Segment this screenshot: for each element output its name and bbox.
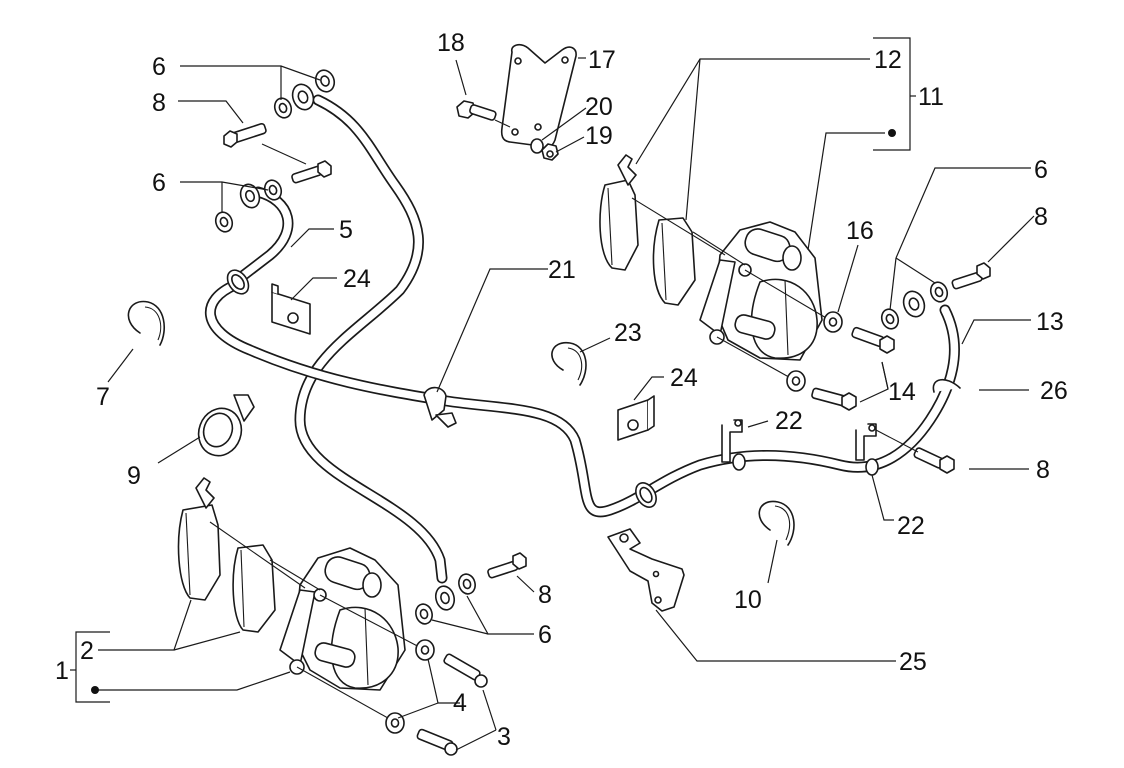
callout-labels: 6 8 6 5 24 7 9 21 18 17 20 19 12 11 6 8 … <box>55 29 1068 751</box>
callout-8-top: 8 <box>152 89 166 117</box>
main-distribution-hose <box>205 279 960 518</box>
washer-6-right-b <box>929 281 949 303</box>
callout-3: 3 <box>497 723 511 751</box>
hose-support-bracket-25 <box>607 528 685 612</box>
callout-18: 18 <box>437 29 465 57</box>
brake-pad-2-inner <box>232 544 276 633</box>
callout-24-center: 24 <box>670 364 698 392</box>
callout-1: 1 <box>55 657 69 685</box>
brake-caliper-right <box>699 221 823 361</box>
hose-clamp-11 <box>758 500 795 546</box>
callout-22-lower: 22 <box>897 512 925 540</box>
brake-pad-13-inner <box>652 217 696 306</box>
callout-6-top: 6 <box>152 53 166 81</box>
callout-12: 11 <box>918 83 944 111</box>
hose-clip-10 <box>197 394 255 457</box>
callout-14: 13 <box>1036 308 1064 336</box>
washer-6-caliper-b <box>458 573 476 595</box>
hose-clamp-7 <box>127 300 166 346</box>
screw-15-upper <box>851 326 895 354</box>
banjo-bolt-8-left <box>487 552 527 579</box>
screw-15-lower <box>811 387 857 411</box>
bolt-top-threaded <box>291 160 332 184</box>
brake-caliper-left <box>279 547 406 691</box>
screw-3-upper <box>443 653 488 688</box>
screw-3-lower <box>416 728 458 756</box>
distributor-plate-17 <box>500 43 577 149</box>
callout-6-mid: 6 <box>152 169 166 197</box>
brake-pad-13-outer <box>599 154 639 271</box>
washer-6-caliper-a <box>415 603 433 625</box>
callout-7: 7 <box>96 383 110 411</box>
retainer-plate-24-center <box>617 395 655 441</box>
callout-11: 10 <box>734 586 762 614</box>
callout-15: 14 <box>888 378 916 406</box>
callout-22-upper: 22 <box>775 407 803 435</box>
banjo-bolt-8-top <box>223 122 267 148</box>
callout-16: 16 <box>846 217 874 245</box>
callout-4: 4 <box>453 689 467 717</box>
hose-bracket-22-lower <box>855 423 879 476</box>
bracket-screw-9 <box>913 447 955 474</box>
hose-grommet-center <box>635 482 657 508</box>
callout-2: 2 <box>80 637 94 665</box>
callout-13: 12 <box>874 46 902 74</box>
banjo-union-top <box>291 83 315 111</box>
hose-clamp-23 <box>551 342 587 386</box>
leader-lines <box>70 37 1035 751</box>
long-brake-hose <box>294 94 448 584</box>
washer-6-mid-a <box>263 179 283 201</box>
washer-4-upper <box>415 639 435 661</box>
callout-10: 9 <box>127 462 141 490</box>
callout-17: 17 <box>588 46 616 74</box>
washer-6-right-a <box>880 308 900 330</box>
washer-6-mid-b <box>214 211 234 233</box>
hose-guide-clip-21 <box>423 386 457 428</box>
callout-9: 8 <box>1036 456 1050 484</box>
nut-19 <box>541 143 559 161</box>
banjo-union-hose5 <box>239 183 261 209</box>
washer-right-lower <box>786 370 806 392</box>
callout-8-left: 8 <box>538 581 552 609</box>
callout-25: 25 <box>899 648 927 676</box>
callout-23: 23 <box>614 319 642 347</box>
washer-6-top-b <box>273 97 293 119</box>
banjo-union-right <box>902 290 926 318</box>
hose-grommet-left <box>226 269 250 295</box>
washer-20 <box>530 138 544 154</box>
callout-24-left: 24 <box>343 265 371 293</box>
retainer-plate-24-left <box>271 283 311 335</box>
callout-21: 21 <box>548 256 576 284</box>
callout-20: 20 <box>585 93 613 121</box>
hose-clamp-26 <box>932 379 961 393</box>
callout-26: 26 <box>1040 377 1068 405</box>
screw-18 <box>456 100 497 121</box>
callout-6-left: 6 <box>538 621 552 649</box>
banjo-bolt-8-right <box>951 262 991 290</box>
brake-pad-2-outer <box>177 477 221 601</box>
callout-5: 5 <box>339 216 353 244</box>
banjo-union-left-caliper <box>434 585 456 611</box>
washer-4-lower <box>385 712 405 734</box>
hose-bracket-22-upper <box>721 419 746 471</box>
washer-16 <box>823 311 843 333</box>
callout-6-right: 6 <box>1034 156 1048 184</box>
callout-8-right: 8 <box>1034 203 1048 231</box>
callout-19: 19 <box>585 122 613 150</box>
washer-6-top-a <box>314 69 336 93</box>
